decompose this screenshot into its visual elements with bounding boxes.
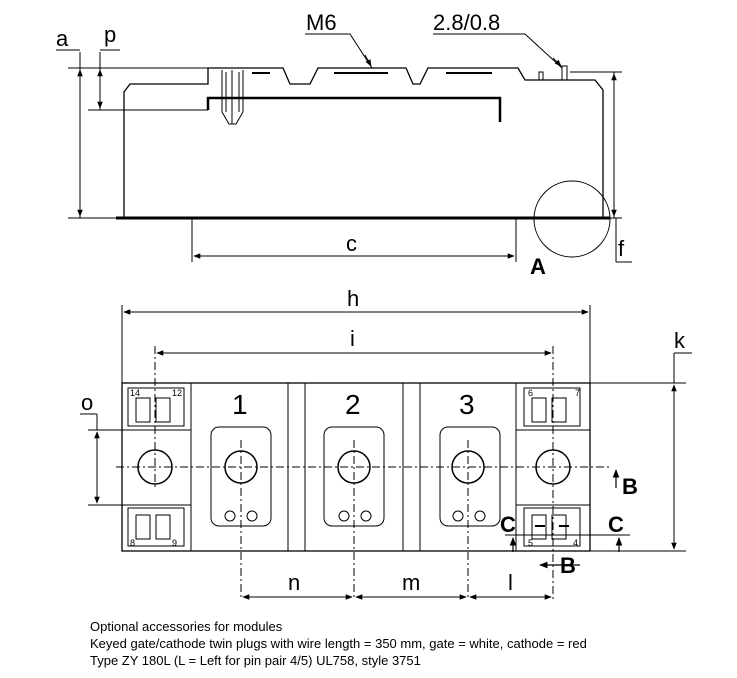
- dim-label-k: k: [674, 328, 686, 353]
- dim-label-o: o: [81, 390, 93, 415]
- dim-label-l: l: [508, 570, 513, 595]
- top-view: [80, 305, 692, 600]
- terminal-number-1: 1: [232, 389, 248, 420]
- dim-label-h: h: [347, 286, 359, 311]
- dim-label-n: n: [288, 570, 300, 595]
- aux-connectors: [127, 387, 581, 547]
- side-view-inner-step: [206, 96, 502, 122]
- label-m6: M6: [306, 10, 337, 35]
- aux-pins: [538, 65, 568, 81]
- pin-label-5: 5: [528, 538, 533, 548]
- pin-label-7: 7: [575, 388, 580, 398]
- module-dimension-drawing: a p M6 2.8/0.8 c A f: [56, 10, 692, 600]
- dim-label-a: a: [56, 26, 69, 51]
- side-view: [56, 33, 632, 263]
- accessory-notes: Optional accessories for modules Keyed g…: [90, 618, 730, 669]
- section-label-c-left: C: [500, 512, 516, 537]
- pin-label-9: 9: [172, 538, 177, 548]
- notes-heading: Optional accessories for modules: [90, 619, 283, 634]
- side-view-body: [123, 67, 604, 219]
- dim-label-c: c: [346, 231, 357, 256]
- detail-a-circle: [533, 180, 611, 258]
- pin-label-4: 4: [573, 538, 578, 548]
- notes-plug-type: Type ZY 180L (L = Left for pin pair 4/5)…: [90, 653, 421, 668]
- label-plug-size: 2.8/0.8: [433, 10, 500, 35]
- dim-label-i: i: [350, 326, 355, 351]
- dim-label-m: m: [402, 570, 420, 595]
- section-label-b-top: B: [622, 474, 638, 499]
- detail-label-a: A: [530, 254, 546, 279]
- dim-label-f: f: [618, 236, 625, 261]
- terminal-number-3: 3: [459, 389, 475, 420]
- section-label-c-right: C: [608, 512, 624, 537]
- notes-plug-description: Keyed gate/cathode twin plugs with wire …: [90, 636, 587, 651]
- pin-label-14: 14: [130, 388, 140, 398]
- pin-label-8: 8: [130, 538, 135, 548]
- pin-label-12: 12: [172, 388, 182, 398]
- dim-label-p: p: [104, 22, 116, 47]
- terminal-number-2: 2: [345, 389, 361, 420]
- section-label-b-bottom: B: [560, 553, 576, 578]
- pin-label-6: 6: [528, 388, 533, 398]
